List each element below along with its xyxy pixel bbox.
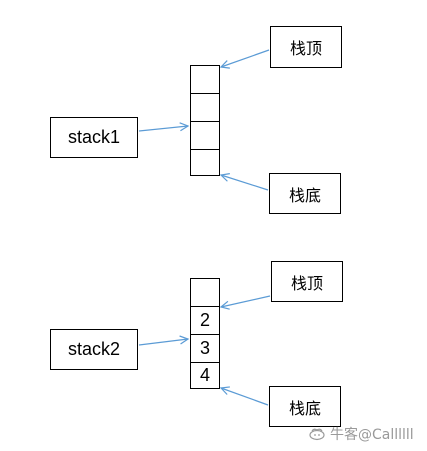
stack1-top-label-box: 栈顶 xyxy=(270,26,342,68)
stack2-bottom-arrow xyxy=(221,388,269,406)
stack2-bottom-label-box: 栈底 xyxy=(269,386,341,427)
stack2-bottom-label: 栈底 xyxy=(288,398,321,418)
stack1-top-arrow xyxy=(221,49,270,67)
stack1-cell-2 xyxy=(190,93,220,122)
stack1-cell-4 xyxy=(190,149,220,176)
watermark-text: 牛客@Callllll xyxy=(330,427,414,443)
stack1-bottom-arrow xyxy=(221,175,269,191)
stack2-top-arrow xyxy=(221,295,271,307)
stack1-bottom-label: 栈底 xyxy=(288,185,321,205)
stack1-push-arrow xyxy=(138,126,188,132)
watermark: 牛客@Callllll xyxy=(308,424,414,444)
stack1-cell-3 xyxy=(190,121,220,150)
stack2-push-arrow xyxy=(138,339,188,346)
stack2-label: stack2 xyxy=(67,339,121,359)
nowcoder-logo-icon xyxy=(308,427,326,441)
stack1-label: stack1 xyxy=(67,127,121,147)
stack2-label-box: stack2 xyxy=(50,329,138,370)
stack1-top-label: 栈顶 xyxy=(289,39,322,58)
stack2-cell-4: 4 xyxy=(190,362,220,389)
stack2-cell-3: 3 xyxy=(190,334,220,363)
stack1-bottom-label-box: 栈底 xyxy=(269,173,341,214)
stack2-top-label-box: 栈顶 xyxy=(271,261,343,302)
stack2-top-label: 栈顶 xyxy=(290,273,323,293)
stack1-label-box: stack1 xyxy=(50,117,138,158)
